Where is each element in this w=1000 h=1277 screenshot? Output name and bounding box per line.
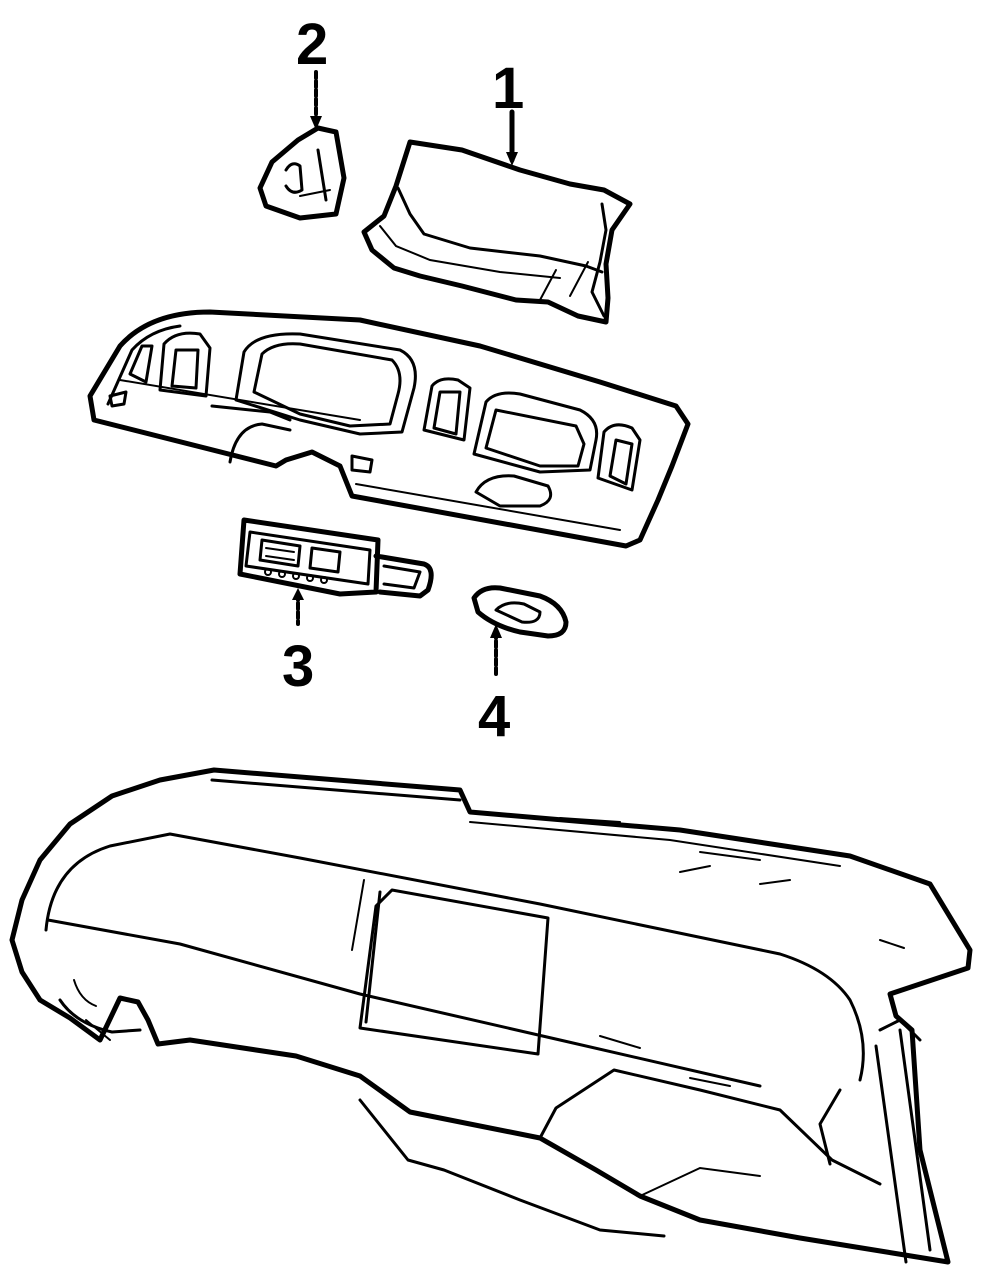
leader-arrow-1 (506, 152, 518, 166)
part-1-cluster-lens[interactable] (361, 139, 633, 325)
part-4-housing[interactable] (471, 585, 569, 639)
instrument-panel-bezel (87, 309, 691, 549)
instrument-panel (9, 767, 973, 1265)
callout-1[interactable]: 1 (492, 56, 524, 121)
part-2-trim-bezel[interactable] (257, 125, 347, 221)
callout-3[interactable]: 3 (282, 634, 314, 699)
leader-arrow-2 (310, 116, 322, 130)
leader-arrow-3 (292, 588, 304, 600)
callout-4[interactable]: 4 (478, 684, 510, 749)
callout-2[interactable]: 2 (296, 12, 328, 77)
part-3-climate-control[interactable] (237, 517, 434, 599)
leader-arrow-4 (490, 624, 502, 638)
